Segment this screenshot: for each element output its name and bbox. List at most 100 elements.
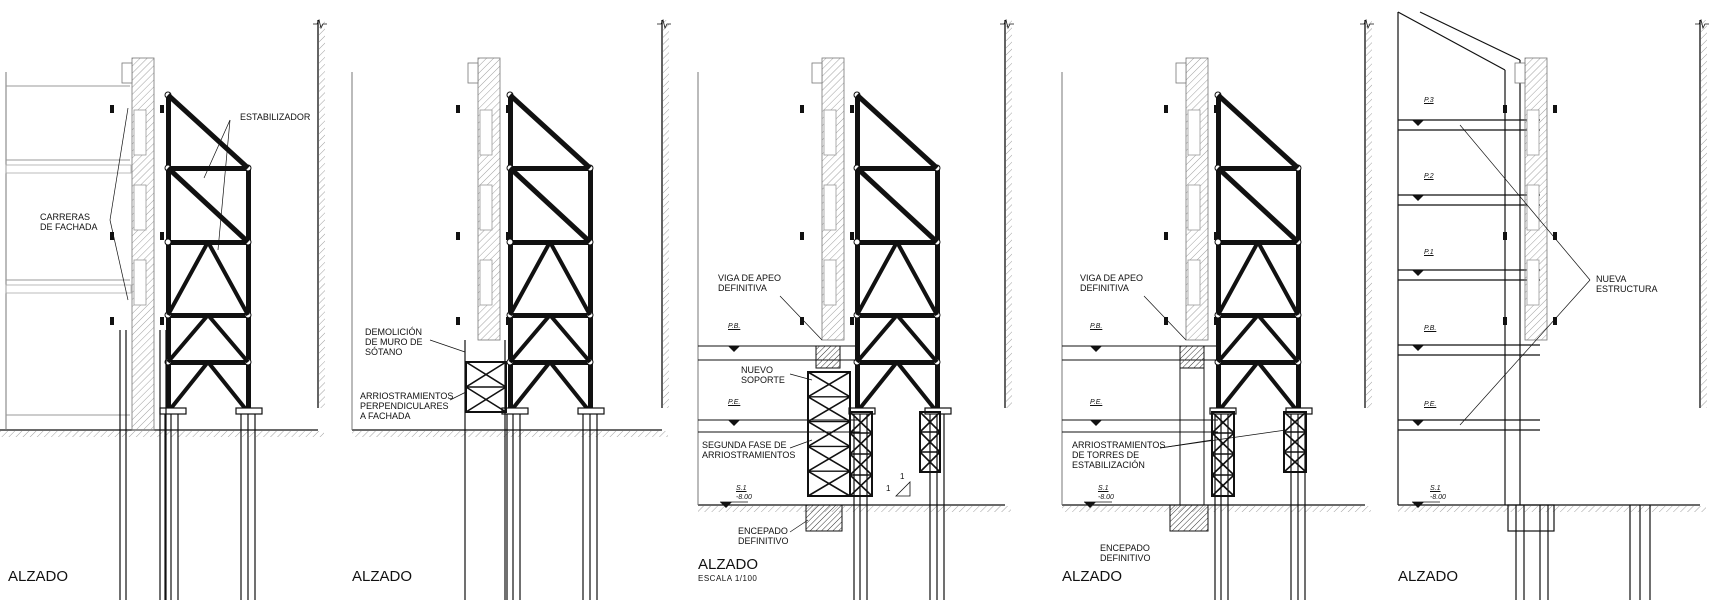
floor-slab xyxy=(5,164,132,174)
cross-brace xyxy=(465,361,507,413)
facade-clamp xyxy=(110,232,114,240)
existing-facade xyxy=(1503,57,1557,341)
existing-facade xyxy=(800,57,854,341)
elevation-title-2: ALZADO xyxy=(352,568,413,585)
tower-base xyxy=(235,407,263,415)
tower-diagonal xyxy=(855,166,939,244)
label-nueva-estructura: NUEVA ESTRUCTURA xyxy=(1596,274,1658,294)
brace-diagonal xyxy=(465,361,507,388)
cross-brace xyxy=(807,371,851,497)
roof-line xyxy=(1419,11,1521,61)
level-pe-4: P.E. xyxy=(1090,399,1103,406)
elevation-title-3: ALZADO xyxy=(698,556,759,573)
level-pb-4: P.B. xyxy=(1090,323,1103,330)
pile-cap xyxy=(1507,504,1555,532)
existing-facade xyxy=(1164,57,1218,341)
brace-diagonal xyxy=(849,453,873,476)
facade-clamp xyxy=(1503,232,1507,240)
facade-clamp xyxy=(850,232,854,240)
label-nuevo-soporte: NUEVO SOPORTE xyxy=(741,365,785,385)
wall-hatch xyxy=(1366,20,1372,408)
brace-diagonal xyxy=(1211,432,1235,455)
break-mark xyxy=(313,18,327,30)
facade-opening xyxy=(1526,184,1540,231)
level-marker xyxy=(1084,502,1096,508)
cornice xyxy=(1514,62,1526,84)
tower-node xyxy=(853,238,861,246)
stabilizer-tower xyxy=(848,91,952,600)
break-mark xyxy=(1360,18,1374,30)
level-marker xyxy=(1412,270,1424,276)
break-mark xyxy=(1695,18,1709,30)
facade-clamp xyxy=(160,105,164,113)
wall-hatch xyxy=(663,20,669,408)
level-marker xyxy=(728,346,740,352)
facade-opening xyxy=(479,109,493,156)
facade-clamp xyxy=(110,105,114,113)
facade-clamp xyxy=(160,232,164,240)
facade-opening xyxy=(1526,109,1540,156)
facade-clamp xyxy=(456,105,460,113)
brace-diagonal xyxy=(807,470,851,497)
tower-diagonal xyxy=(855,241,939,316)
label-segunda-fase: SEGUNDA FASE DE ARRIOSTRAMIENTOS xyxy=(702,440,796,460)
level-p2-5: P.2 xyxy=(1424,173,1434,180)
tower-diagonal xyxy=(166,241,250,316)
tower-diagonal xyxy=(1216,93,1300,170)
brace-diagonal xyxy=(849,474,873,497)
tower-diagonal xyxy=(1216,313,1300,364)
tower-diagonal xyxy=(508,360,592,414)
facade-clamp xyxy=(160,317,164,325)
tower-beam xyxy=(855,166,940,171)
facade-clamp xyxy=(850,317,854,325)
tower-diagonal xyxy=(855,360,939,414)
tower-column-left xyxy=(1216,95,1221,412)
leader xyxy=(1159,429,1287,449)
wall-hatch xyxy=(1006,20,1012,408)
tower-node xyxy=(1214,238,1222,246)
level-pb-3: P.B. xyxy=(728,323,741,330)
facade-clamp xyxy=(800,105,804,113)
leader xyxy=(449,391,467,401)
tower-beam xyxy=(508,166,593,171)
leader xyxy=(1459,124,1591,281)
facade-clamp xyxy=(1503,317,1507,325)
slope-triangle xyxy=(895,481,911,497)
leader xyxy=(789,373,813,381)
label-viga-de-apeo-4: VIGA DE APEO DEFINITIVA xyxy=(1080,273,1144,293)
bottom-hatch xyxy=(352,431,668,437)
level-marker xyxy=(1412,120,1424,126)
facade-clamp xyxy=(850,105,854,113)
pile-cap xyxy=(1169,504,1209,532)
facade-opening xyxy=(133,184,147,231)
leader xyxy=(779,295,823,341)
tower-diagonal xyxy=(166,313,250,364)
label-encepado-4: ENCEPADO DEFINITIVO xyxy=(1100,543,1151,563)
stabilizer-tower xyxy=(501,91,605,600)
facade-opening xyxy=(479,259,493,306)
cross-brace xyxy=(849,411,873,497)
level-s1-4: S.1 xyxy=(1098,485,1109,492)
level-s1-5: S.1 xyxy=(1430,485,1441,492)
tower-diagonal xyxy=(508,313,592,364)
brace-diagonal xyxy=(1283,451,1307,473)
bottom-hatch xyxy=(0,431,324,437)
facade-clamp xyxy=(110,317,114,325)
leader xyxy=(1459,279,1591,426)
panel-4 xyxy=(1061,18,1374,600)
level-p1-5: P.1 xyxy=(1424,249,1434,256)
roof-line xyxy=(1397,11,1506,71)
facade-opening xyxy=(1187,259,1201,306)
tower-diagonal xyxy=(1216,360,1300,414)
existing-facade xyxy=(110,57,164,431)
facade-clamp xyxy=(1553,105,1557,113)
level-pb-5: P.B. xyxy=(1424,325,1437,332)
level-marker xyxy=(1090,420,1102,426)
stabilizer-tower xyxy=(1209,91,1313,600)
stabilizer-tower xyxy=(159,91,263,600)
brace-diagonal xyxy=(849,432,873,455)
cornice xyxy=(1175,62,1187,84)
label-arriostramientos-torres: ARRIOSTRAMIENTOS DE TORRES DE ESTABILIZA… xyxy=(1072,440,1166,470)
facade-opening xyxy=(1526,259,1540,306)
tower-diagonal xyxy=(166,93,250,170)
